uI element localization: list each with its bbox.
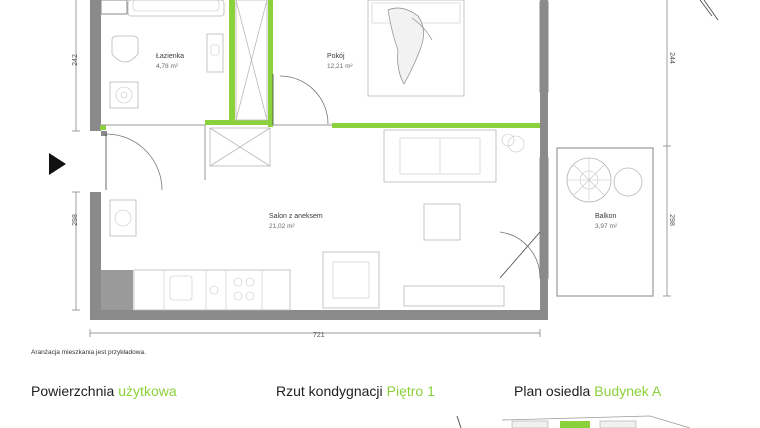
arrangement-note: Aranżacja mieszkania jest przykładowa. bbox=[31, 349, 146, 356]
room-name-balkon: Balkon bbox=[595, 213, 617, 220]
room-area-lazienka: 4,78 m² bbox=[156, 63, 179, 70]
dimension-bottom-width: 721 bbox=[313, 332, 325, 339]
footer-usable-area-value: użytkowa bbox=[118, 383, 177, 399]
room-name-salon: Salon z aneksem bbox=[269, 213, 323, 220]
entrance-arrow-icon bbox=[49, 153, 66, 175]
footer-site-plan-label: Plan osiedla bbox=[514, 383, 591, 399]
bathroom-fixtures bbox=[109, 0, 225, 109]
bed bbox=[367, 0, 465, 97]
balcony bbox=[556, 147, 654, 297]
window-frames bbox=[539, 1, 549, 279]
room-name-lazienka: Łazienka bbox=[156, 53, 184, 60]
dimension-right-top: 244 bbox=[668, 52, 675, 64]
footer-floor-label: Rzut kondygnacji bbox=[276, 383, 383, 399]
dimension-lines bbox=[72, 0, 671, 337]
dimension-right-bottom: 298 bbox=[668, 214, 675, 226]
room-area-pokoj: 12,21 m² bbox=[327, 63, 353, 70]
footer-floor-value: Piętro 1 bbox=[386, 383, 435, 399]
floor-indicator-icon bbox=[456, 415, 462, 428]
north-compass-icon bbox=[699, 0, 719, 21]
living-furniture bbox=[109, 129, 525, 309]
footer-site-plan-value: Budynek A bbox=[594, 383, 662, 399]
outer-walls bbox=[90, 0, 548, 320]
dimension-left-bottom: 298 bbox=[72, 214, 79, 226]
interior-walls bbox=[100, 0, 540, 130]
kitchen-counter bbox=[133, 269, 291, 311]
room-name-pokoj: Pokój bbox=[327, 53, 345, 60]
room-area-balkon: 3,97 m² bbox=[595, 223, 618, 230]
shaft-boxes bbox=[209, 0, 271, 167]
dimension-left-top: 242 bbox=[72, 54, 79, 66]
room-area-salon: 21,02 m² bbox=[269, 223, 295, 230]
doors bbox=[105, 74, 541, 279]
site-plan-thumbnail bbox=[501, 415, 691, 428]
footer-usable-area-label: Powierzchnia bbox=[31, 383, 115, 399]
